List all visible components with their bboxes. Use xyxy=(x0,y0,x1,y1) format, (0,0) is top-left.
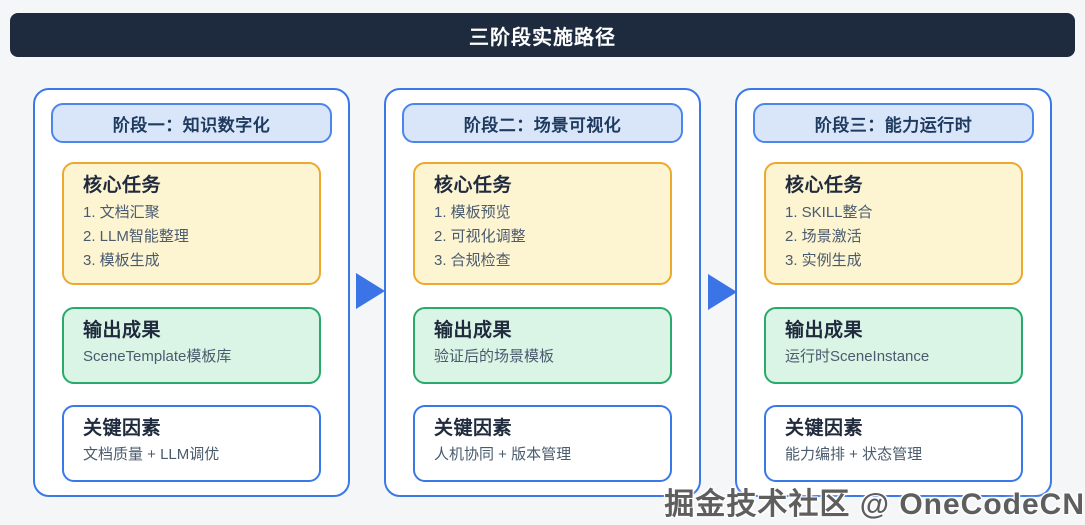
core-task-item: 1. 模板预览 xyxy=(434,203,511,221)
arrow-right-icon xyxy=(356,273,385,309)
stage-1-title-pill: 阶段一：知识数字化 xyxy=(51,103,332,143)
core-task-item: 2. 可视化调整 xyxy=(434,228,526,246)
core-task-item: 3. 模板生成 xyxy=(83,252,160,270)
core-tasks-title: 核心任务 xyxy=(785,175,864,196)
core-task-item: 3. 合规检查 xyxy=(434,252,511,270)
key-factors-title: 关键因素 xyxy=(785,417,864,439)
diagram-title-bar: 三阶段实施路径 xyxy=(10,13,1075,57)
key-factors-title: 关键因素 xyxy=(434,417,513,439)
stage-3-output-box: 输出成果 运行时SceneInstance xyxy=(764,306,1023,384)
key-factors-text: 能力编排 + 状态管理 xyxy=(785,446,923,464)
core-task-item: 3. 实例生成 xyxy=(785,252,862,270)
core-task-item: 2. LLM智能整理 xyxy=(83,228,189,246)
key-factors-text: 文档质量 + LLM调优 xyxy=(83,446,220,464)
stage-1-core-tasks-box: 核心任务 1. 文档汇聚 2. LLM智能整理 3. 模板生成 xyxy=(62,162,321,285)
core-tasks-title: 核心任务 xyxy=(83,175,162,196)
stage-1-output-box: 输出成果 SceneTemplate模板库 xyxy=(62,306,321,384)
core-task-item: 1. SKILL整合 xyxy=(785,203,873,221)
key-factors-text: 人机协同 + 版本管理 xyxy=(434,446,572,464)
core-tasks-title: 核心任务 xyxy=(434,175,513,196)
output-title: 输出成果 xyxy=(83,319,162,341)
stage-column-1: 阶段一：知识数字化 核心任务 1. 文档汇聚 2. LLM智能整理 3. 模板生… xyxy=(33,88,350,497)
stage-2-key-factors-box: 关键因素 人机协同 + 版本管理 xyxy=(413,404,672,482)
stage-2-title: 阶段二：场景可视化 xyxy=(463,115,622,135)
stage-2-title-pill: 阶段二：场景可视化 xyxy=(402,103,683,143)
core-task-item: 1. 文档汇聚 xyxy=(83,203,160,221)
watermark-text: 掘金技术社区 @ OneCodeCN xyxy=(664,488,1085,521)
stage-1-key-factors-box: 关键因素 文档质量 + LLM调优 xyxy=(62,404,321,482)
output-text: 运行时SceneInstance xyxy=(785,348,930,366)
output-text: 验证后的场景模板 xyxy=(434,348,555,366)
output-title: 输出成果 xyxy=(785,319,864,341)
stage-3-core-tasks-box: 核心任务 1. SKILL整合 2. 场景激活 3. 实例生成 xyxy=(764,162,1023,285)
stage-3-title: 阶段三：能力运行时 xyxy=(814,115,973,135)
stage-1-title: 阶段一：知识数字化 xyxy=(112,115,271,135)
output-title: 输出成果 xyxy=(434,319,513,341)
stage-columns: 阶段一：知识数字化 核心任务 1. 文档汇聚 2. LLM智能整理 3. 模板生… xyxy=(33,88,1052,497)
arrow-right-icon xyxy=(708,274,737,310)
stage-3-key-factors-box: 关键因素 能力编排 + 状态管理 xyxy=(764,404,1023,482)
key-factors-title: 关键因素 xyxy=(83,417,162,439)
stage-2-core-tasks-box: 核心任务 1. 模板预览 2. 可视化调整 3. 合规检查 xyxy=(413,162,672,285)
diagram-title: 三阶段实施路径 xyxy=(469,26,616,49)
stage-column-3: 阶段三：能力运行时 核心任务 1. SKILL整合 2. 场景激活 3. 实例生… xyxy=(735,88,1052,497)
stage-2-output-box: 输出成果 验证后的场景模板 xyxy=(413,306,672,384)
stage-3-title-pill: 阶段三：能力运行时 xyxy=(753,103,1034,143)
output-text: SceneTemplate模板库 xyxy=(83,348,232,366)
core-task-item: 2. 场景激活 xyxy=(785,228,862,246)
stage-column-2: 阶段二：场景可视化 核心任务 1. 模板预览 2. 可视化调整 3. 合规检查 … xyxy=(384,88,701,497)
